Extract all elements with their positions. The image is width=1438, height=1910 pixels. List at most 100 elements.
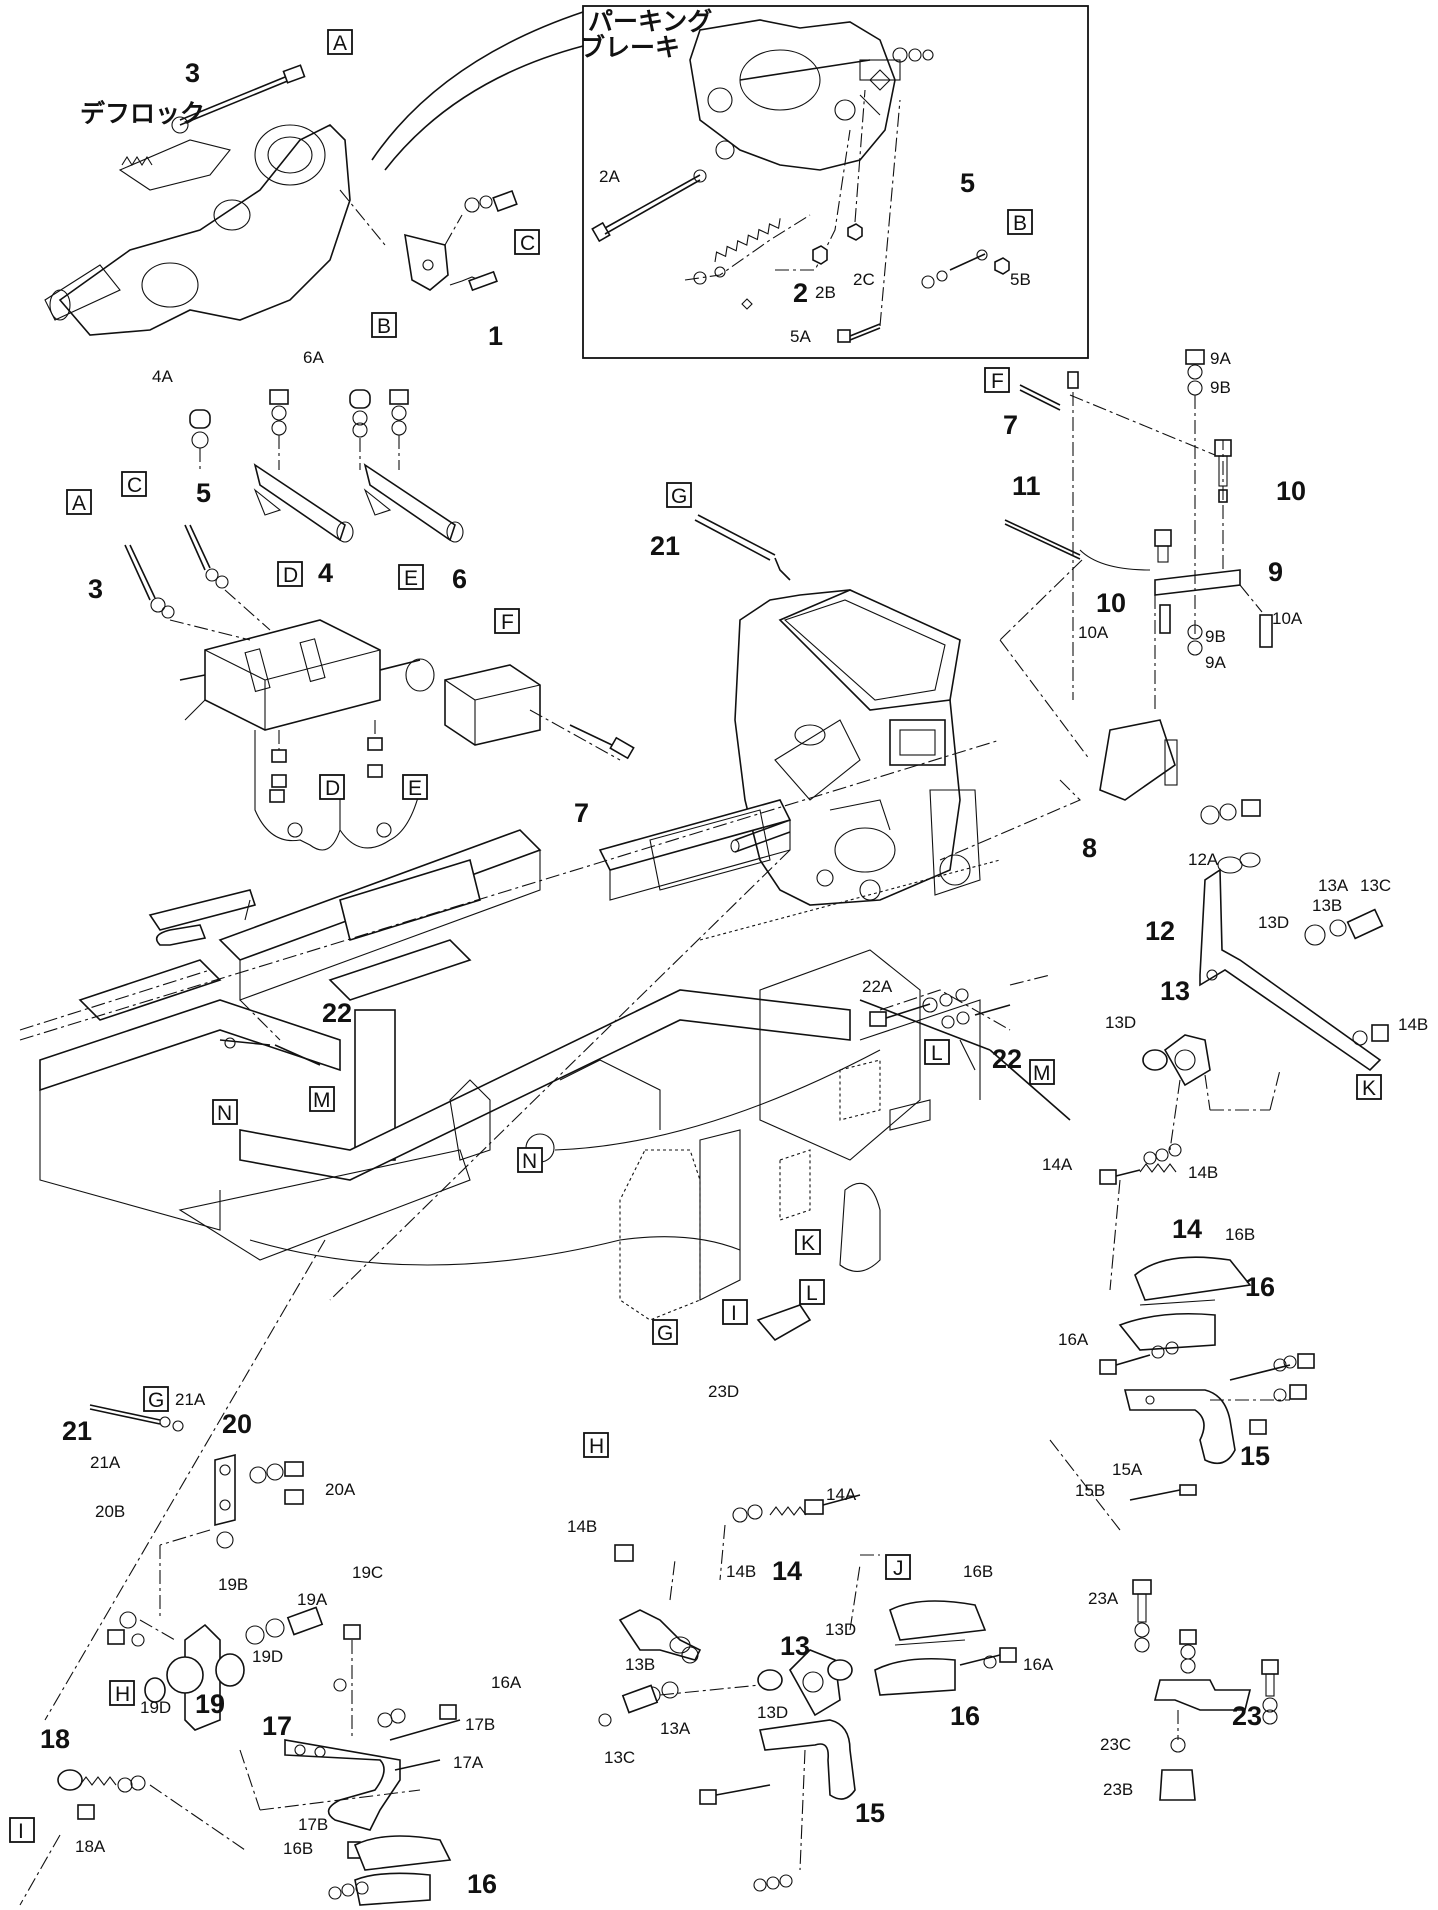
callout-16-lower: 16 [950,1701,980,1731]
callout-19c: 19C [352,1563,383,1582]
leader-long-diagonal [44,1239,326,1721]
callout-9b: 9B [1210,378,1231,397]
callout-21a-2: 21A [90,1453,121,1472]
bolt-2a [591,169,707,243]
svg-text:E: E [404,567,418,590]
svg-text:N: N [217,1102,232,1125]
fasteners-22a [869,988,1011,1029]
callout-3-lower: 3 [88,574,103,604]
callout-20b: 20B [95,1502,125,1521]
callout-12: 12 [1145,916,1175,946]
callout-13a: 13A [1318,876,1349,895]
callout-21a: 21A [175,1390,206,1409]
ref-box-l: L [924,1039,950,1065]
bracket-1 [404,189,518,292]
callout-6a: 6A [303,348,324,367]
callout-16b-left: 16B [283,1839,313,1858]
callout-14-lower: 14 [772,1556,802,1586]
ref-box-n-left: N [212,1099,238,1125]
callout-12a: 12A [1188,850,1219,869]
svg-text:J: J [893,1557,904,1580]
callout-13b-lower: 13B [625,1655,655,1674]
callout-5-inset: 5 [960,168,975,198]
ref-box-j: J [885,1554,911,1580]
leader-long-diagonal-2 [329,849,791,1301]
inset-washers-5 [921,249,1010,289]
callout-2b: 2B [815,283,836,302]
callout-23b: 23B [1103,1780,1133,1799]
svg-text:M: M [313,1089,331,1112]
callout-2c: 2C [853,270,875,289]
callout-19b: 19B [218,1575,248,1594]
ref-box-e-lower: E [402,774,428,800]
frame-hidden-brackets [619,1059,931,1342]
ref-box-h-lower: H [109,1680,135,1706]
svg-text:A: A [333,32,347,55]
stopper-23 [1049,1439,1279,1801]
ref-box-c-top: C [514,229,540,255]
lever-12-13-assembly [1142,852,1389,1151]
svg-text:G: G [657,1322,673,1345]
callout-11: 11 [1012,471,1041,501]
callout-19a: 19A [297,1590,328,1609]
callout-16a-left: 16A [491,1673,522,1692]
svg-text:L: L [806,1282,818,1305]
inset-transmission-drawing [689,19,934,171]
diff-lock-transmission-drawing [44,64,386,336]
callout-14: 14 [1172,1214,1202,1244]
bolt-2b [812,245,828,265]
callout-22: 22 [992,1044,1022,1074]
callout-16a: 16A [1058,1330,1089,1349]
callout-13d: 13D [1258,913,1289,932]
ref-box-g-lower: G [143,1386,169,1412]
callout-9b-lower: 9B [1205,627,1226,646]
callout-4: 4 [318,558,333,588]
spring-14-upper [1099,1143,1182,1291]
bracket-15-upper [1123,1353,1315,1501]
callout-16a-lower: 16A [1023,1655,1054,1674]
callout-21: 21 [650,531,680,561]
callout-9a: 9A [1210,349,1231,368]
callout-13c-lower: 13C [604,1748,635,1767]
ref-box-i: I [722,1299,748,1325]
ref-box-f: F [984,367,1010,393]
callout-13d-2: 13D [1105,1013,1136,1032]
callout-labels: 3 1 2A 2 2B 2C 5 5B 5A 4A 6A 5 3 4 6 7 7… [40,58,1428,1899]
pedal-pad-16-upper [1099,1256,1252,1375]
callout-6: 6 [452,564,467,594]
svg-text:G: G [671,485,687,508]
block-f-part [405,658,635,761]
main-frame-drawing [19,739,1081,1266]
cable-21-upper [694,514,791,581]
callout-7: 7 [1003,410,1018,440]
callout-14b-lower: 14B [567,1517,597,1536]
svg-text:K: K [1362,1077,1376,1100]
callout-9: 9 [1268,557,1283,587]
svg-text:C: C [127,474,142,497]
svg-text:H: H [589,1435,604,1458]
lever-bracket-assembly [124,389,464,851]
spring-2 [684,129,851,310]
callout-15a: 15A [1112,1460,1143,1479]
ref-box-l-lower: L [799,1279,825,1305]
callout-14b-2: 14B [1188,1163,1218,1182]
ref-box-m-left: M [309,1086,335,1112]
callout-13a-lower: 13A [660,1719,691,1738]
callout-8: 8 [1082,833,1097,863]
bolt-5a [837,99,901,343]
callout-5: 5 [196,478,211,508]
ref-box-k: K [795,1229,821,1255]
svg-text:D: D [325,777,340,800]
svg-text:D: D [283,564,298,587]
ref-box-i-lower: I [9,1817,35,1843]
callout-13-lower: 13 [780,1631,810,1661]
ref-box-n: N [517,1147,543,1173]
callout-16b-lower: 16B [963,1562,993,1581]
callout-15: 15 [1240,1441,1270,1471]
callout-9a-lower: 9A [1205,653,1226,672]
note-diff-lock: デフロック [80,99,205,128]
svg-text:I: I [731,1302,737,1325]
svg-text:K: K [801,1232,815,1255]
callout-23d: 23D [708,1382,739,1401]
rod-11-bracket-9 [999,349,1273,761]
